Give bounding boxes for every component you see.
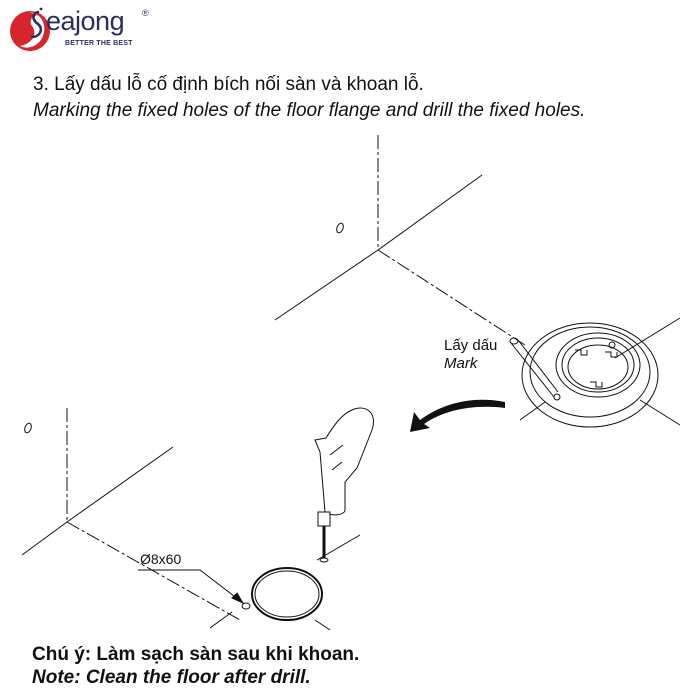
brand-logo: eajong ® BETTER THE BEST	[8, 4, 178, 56]
curved-arrow-icon	[410, 399, 505, 432]
marking-pen	[509, 337, 559, 398]
electric-drill	[314, 407, 374, 563]
drill-dimension-label: Ø8x60	[140, 551, 182, 567]
brand-tagline: BETTER THE BEST	[65, 40, 133, 47]
mark-label-vietnamese: Lấy dấu	[444, 337, 498, 354]
brand-name: eajong	[46, 6, 125, 36]
floor-flange	[521, 322, 659, 428]
wall-hole-icon	[336, 222, 344, 234]
step-title-vietnamese: 3. Lấy dấu lỗ cố định bích nối sàn và kh…	[33, 74, 424, 95]
seajong-logo-icon	[10, 7, 50, 51]
step-title-english: Marking the fixed holes of the floor fla…	[33, 100, 586, 121]
wall-corner-lower	[21, 408, 241, 621]
wall-corner-upper	[274, 135, 526, 346]
note-english: Note: Clean the floor after drill.	[32, 667, 311, 688]
note-vietnamese: Chú ý: Làm sạch sàn sau khi khoan.	[32, 644, 360, 665]
drill-hole-marker	[241, 602, 251, 610]
registered-mark: ®	[142, 8, 149, 18]
dimension-leader	[138, 569, 251, 610]
wall-hole-icon	[24, 422, 32, 434]
mark-label-english: Mark	[444, 355, 478, 372]
